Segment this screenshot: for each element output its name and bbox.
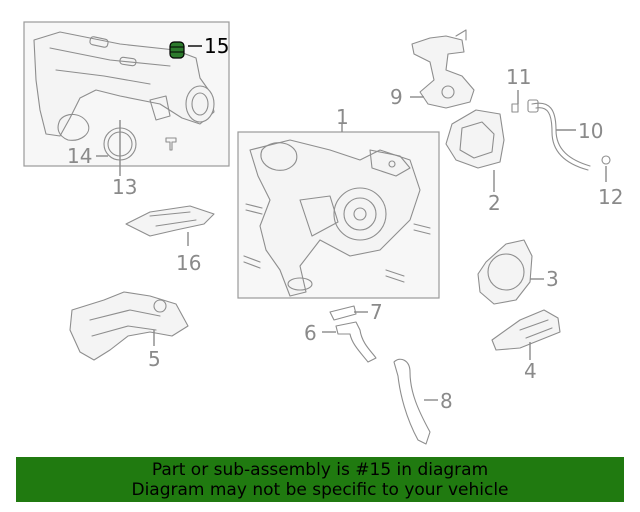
- callout-3[interactable]: 3: [546, 267, 559, 291]
- callout-5[interactable]: 5: [148, 347, 161, 371]
- leader-lines: [96, 45, 607, 401]
- parts-diagram: 15 14 13 1 9 2 11 10 12 16 3 4 5 7 6 8: [23, 21, 623, 445]
- part-12-clamp[interactable]: [601, 155, 611, 165]
- part-2-gasket[interactable]: [445, 109, 505, 169]
- part-8-hose[interactable]: [393, 358, 431, 445]
- callout-6[interactable]: 6: [304, 321, 317, 345]
- part-7-gasket[interactable]: [329, 305, 357, 321]
- part-15-highlighted[interactable]: [169, 41, 185, 59]
- part-4-bracket[interactable]: [491, 309, 561, 351]
- part-9-bracket[interactable]: [411, 29, 475, 109]
- part-3-gasket[interactable]: [477, 239, 533, 305]
- part-bolt[interactable]: [165, 137, 177, 151]
- callout-7[interactable]: 7: [370, 300, 383, 324]
- part-16-heat-shield[interactable]: [125, 205, 215, 237]
- callout-2[interactable]: 2: [488, 191, 501, 215]
- callout-15[interactable]: 15: [204, 34, 229, 58]
- callout-8[interactable]: 8: [440, 389, 453, 413]
- callout-16[interactable]: 16: [176, 251, 201, 275]
- part-turbocharger[interactable]: [243, 139, 431, 297]
- part-11-clip[interactable]: [511, 103, 519, 113]
- banner-line-1: Part or sub-assembly is #15 in diagram: [151, 460, 489, 480]
- callout-13[interactable]: 13: [112, 175, 137, 199]
- callout-9[interactable]: 9: [390, 85, 403, 109]
- callout-14[interactable]: 14: [67, 144, 92, 168]
- callout-12[interactable]: 12: [598, 185, 623, 209]
- callout-11[interactable]: 11: [506, 65, 531, 89]
- callout-1[interactable]: 1: [336, 105, 349, 129]
- callout-10[interactable]: 10: [578, 119, 603, 143]
- part-5-heat-shield[interactable]: [69, 291, 189, 361]
- notice-banner: Part or sub-assembly is #15 in diagram D…: [16, 457, 624, 502]
- callout-4[interactable]: 4: [524, 359, 537, 383]
- part-6-pipe[interactable]: [335, 321, 377, 363]
- banner-line-2: Diagram may not be specific to your vehi…: [131, 480, 509, 500]
